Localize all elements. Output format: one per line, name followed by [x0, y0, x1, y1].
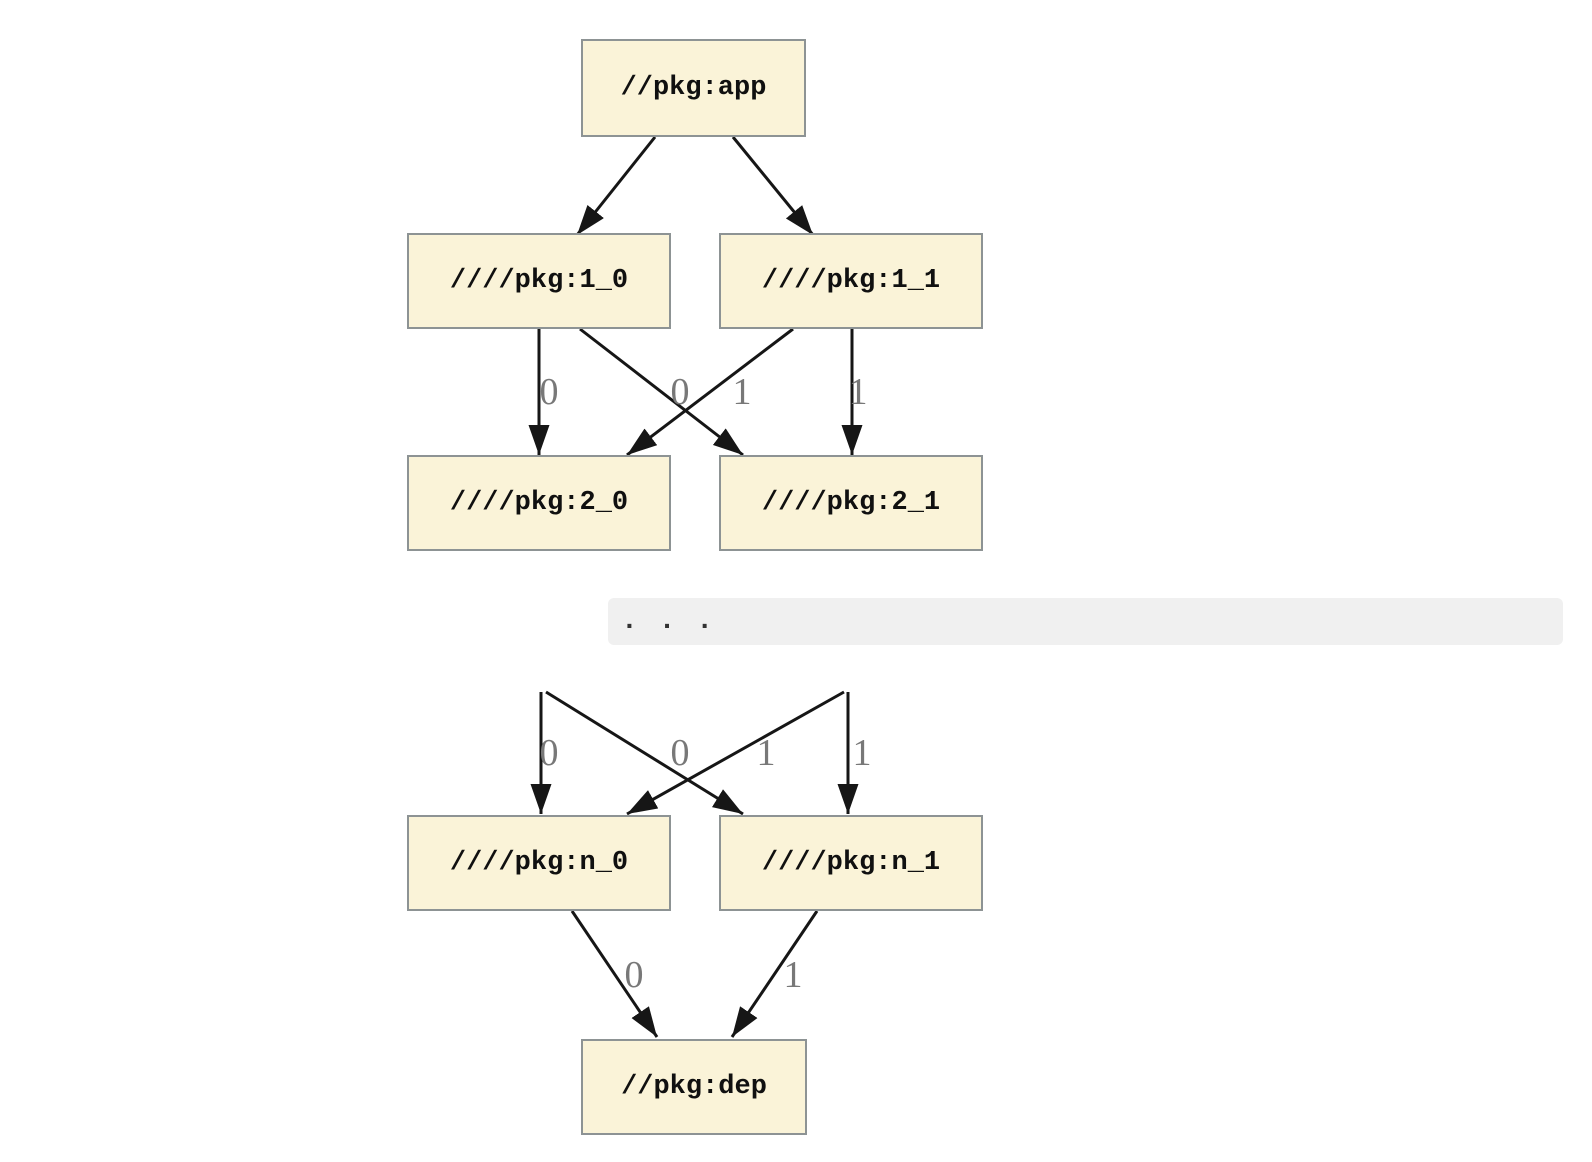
edge-1_1-to-2_0 — [626, 327, 794, 457]
edge-1_0-to-2_1 — [579, 327, 744, 457]
node-pkg-n_1: ////pkg:n_1 — [719, 815, 983, 911]
ellipsis-bar: . . . — [608, 598, 1563, 645]
edge-label-ellipsis-n_0-straight: 0 — [539, 732, 559, 774]
edge-n_0-to-dep — [570, 910, 659, 1038]
edge-label-1_1-2_0: 1 — [732, 371, 752, 413]
node-pkg-app: //pkg:app — [581, 39, 806, 137]
edge-label-ellipsis-n_0-cross: 1 — [756, 732, 776, 774]
edge-label-n_1-dep: 1 — [783, 954, 803, 996]
edge-label-1_0-2_1: 0 — [670, 371, 690, 413]
node-pkg-dep: //pkg:dep — [581, 1039, 807, 1135]
node-pkg-2_0: ////pkg:2_0 — [407, 455, 671, 551]
edge-label-n_0-dep: 0 — [624, 954, 644, 996]
node-pkg-1_1: ////pkg:1_1 — [719, 233, 983, 329]
edge-app-to-1_1 — [731, 136, 815, 236]
edge-ellipsis-to-n_0-cross — [626, 690, 845, 816]
edge-label-1_0-2_0: 0 — [539, 371, 559, 413]
node-pkg-n_0: ////pkg:n_0 — [407, 815, 671, 911]
edge-app-to-1_0 — [575, 136, 657, 236]
edge-label-ellipsis-n_1-straight: 1 — [852, 732, 872, 774]
edge-ellipsis-to-n_1-cross — [545, 690, 744, 816]
edge-label-1_1-2_1: 1 — [848, 371, 868, 413]
edge-n_1-to-dep — [730, 910, 819, 1038]
edge-label-ellipsis-n_1-cross: 0 — [670, 732, 690, 774]
node-pkg-2_1: ////pkg:2_1 — [719, 455, 983, 551]
node-pkg-1_0: ////pkg:1_0 — [407, 233, 671, 329]
